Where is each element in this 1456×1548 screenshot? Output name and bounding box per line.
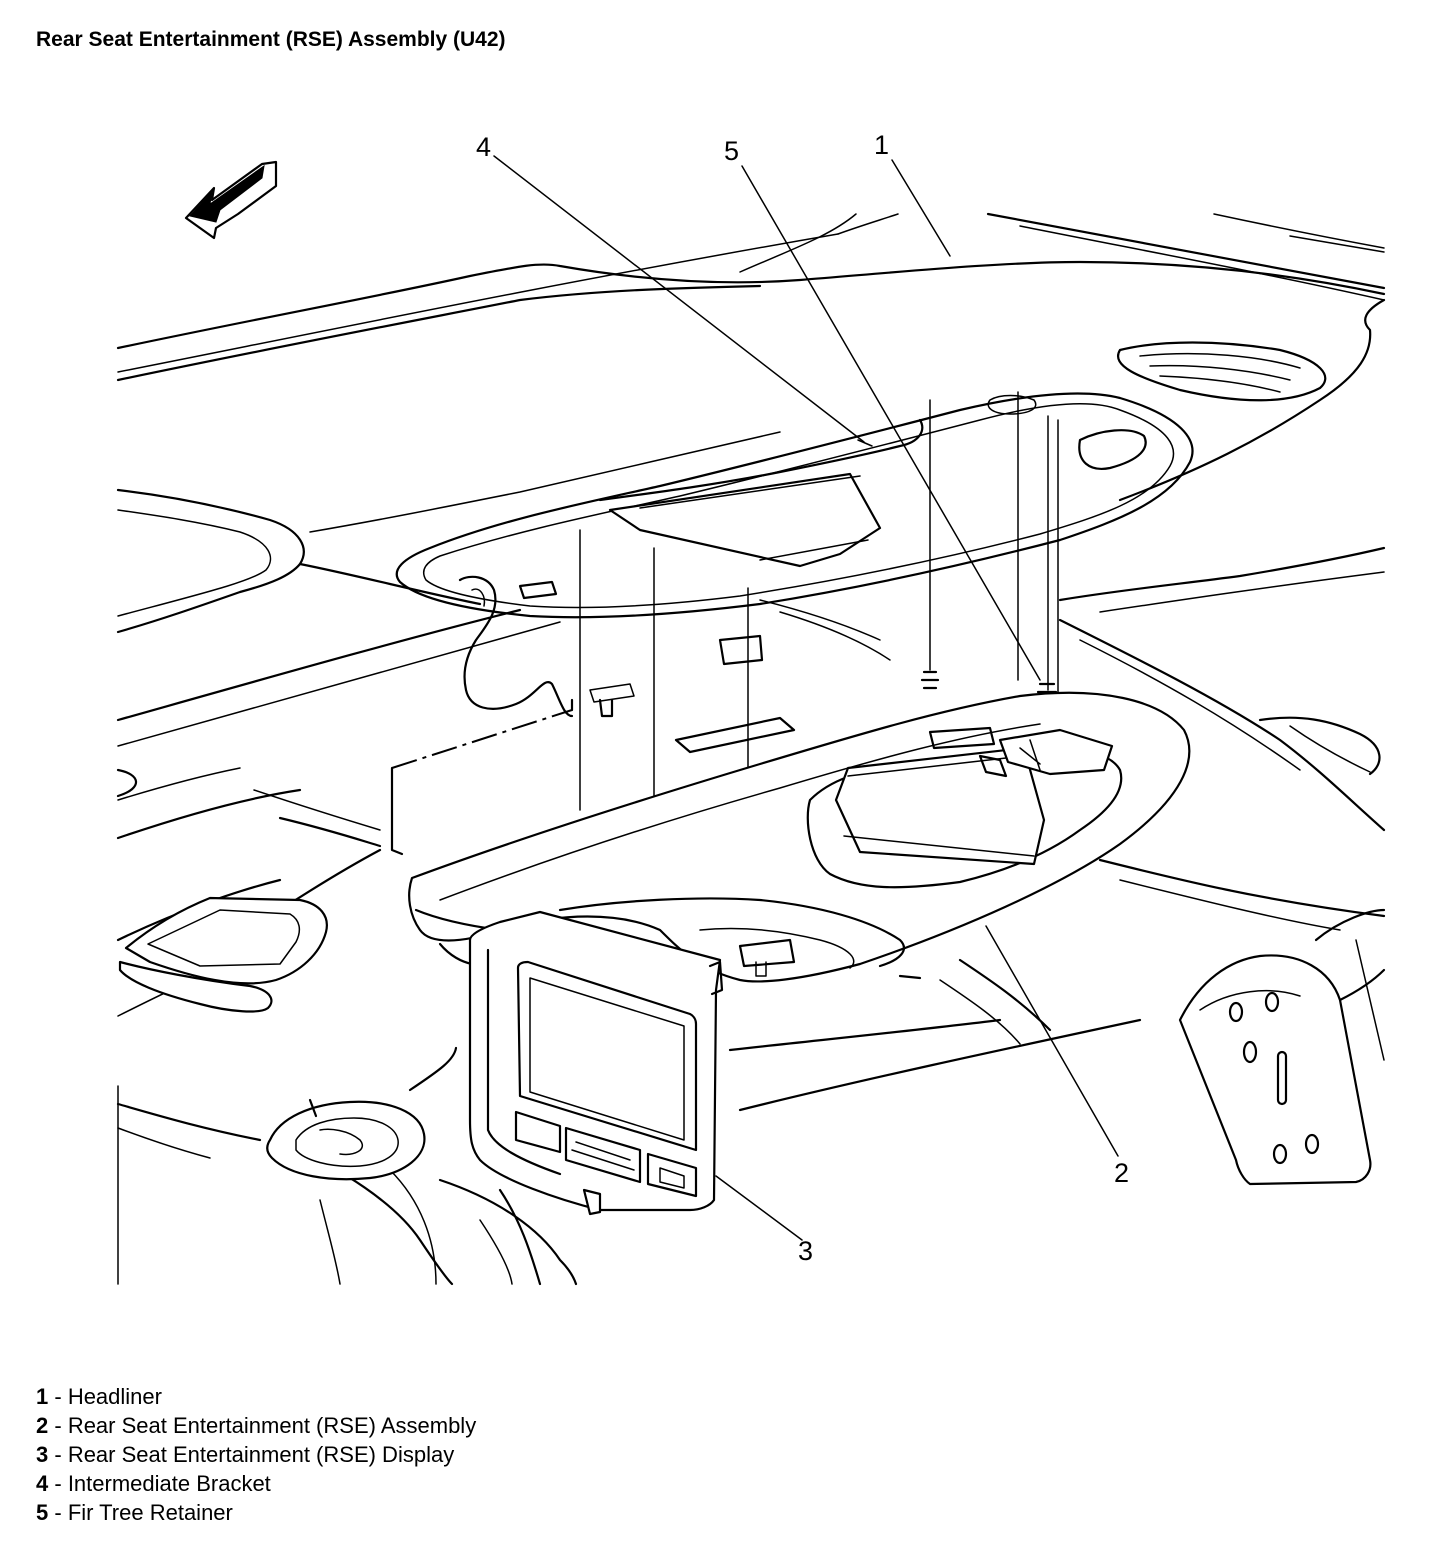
parts-legend: 1 - Headliner 2 - Rear Seat Entertainmen… [36,1382,476,1527]
intermediate-bracket [390,698,796,856]
callout-5: 5 [724,136,739,166]
legend-label: Intermediate Bracket [67,1471,271,1496]
legend-separator: - [48,1442,68,1467]
legend-number: 1 [36,1384,49,1409]
headliner-console-opening [395,341,1327,718]
legend-item: 2 - Rear Seat Entertainment (RSE) Assemb… [36,1411,476,1440]
legend-number: 5 [36,1500,49,1525]
callout-2: 2 [1114,1158,1129,1188]
legend-separator: - [48,1384,68,1409]
legend-item: 5 - Fir Tree Retainer [36,1498,476,1527]
legend-number: 3 [36,1442,49,1467]
legend-separator: - [48,1413,68,1438]
callout-3: 3 [798,1236,813,1266]
legend-separator: - [48,1471,68,1496]
legend-item: 1 - Headliner [36,1382,476,1411]
legend-label: Fir Tree Retainer [67,1500,233,1525]
front-direction-arrow-icon [184,160,278,240]
legend-label: Rear Seat Entertainment (RSE) Display [67,1442,455,1467]
rse-display [468,910,724,1216]
callout-1: 1 [874,130,889,160]
legend-label: Headliner [67,1384,162,1409]
page-title: Rear Seat Entertainment (RSE) Assembly (… [36,28,506,51]
legend-label: Rear Seat Entertainment (RSE) Assembly [67,1413,477,1438]
legend-separator: - [48,1500,68,1525]
callout-4: 4 [476,132,491,162]
leader-lines [493,155,1119,1241]
right-pillar-trim [1178,908,1386,1186]
rear-vent-and-speaker [118,896,458,1181]
legend-number: 2 [36,1413,49,1438]
legend-item: 4 - Intermediate Bracket [36,1469,476,1498]
rse-assembly [408,691,1191,983]
legend-item: 3 - Rear Seat Entertainment (RSE) Displa… [36,1440,476,1469]
legend-number: 4 [36,1471,49,1496]
